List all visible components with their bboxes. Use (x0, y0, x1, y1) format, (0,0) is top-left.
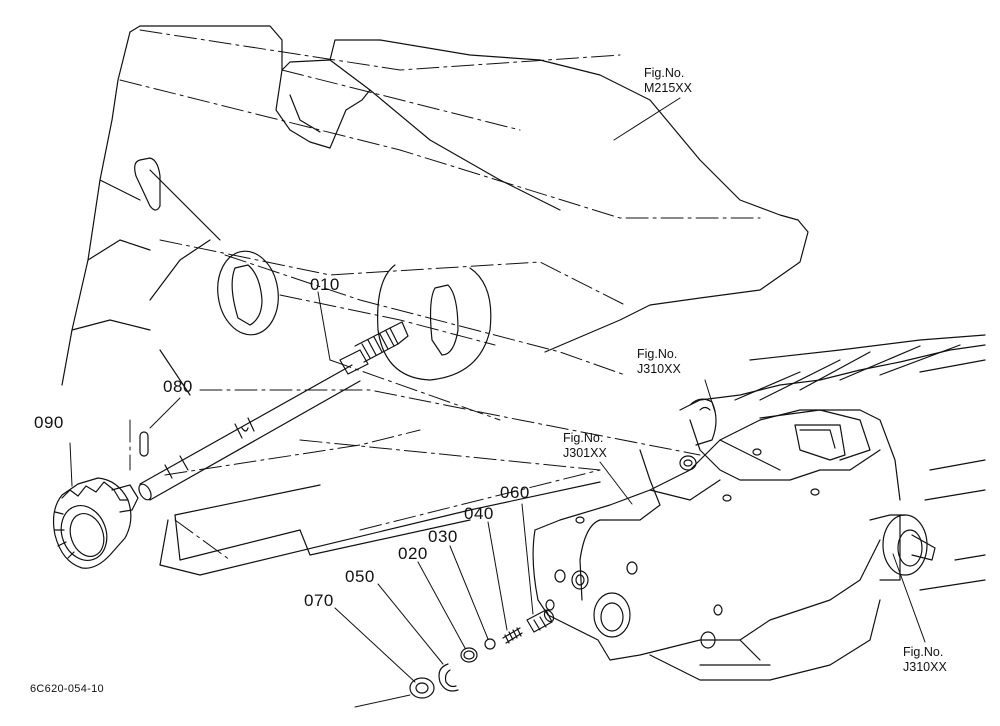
callout-070: 070 (304, 591, 334, 610)
callout-020: 020 (398, 544, 428, 563)
figref-j310xx-lower: Fig.No. J310XX (903, 645, 947, 675)
drawing-code: 6C620-054-10 (30, 683, 104, 695)
right-oval-port (378, 265, 491, 380)
knob-090 (54, 478, 138, 568)
figref-label: Fig.No. (637, 347, 678, 361)
callout-040: 040 (464, 504, 494, 523)
lower-bracket (160, 482, 600, 575)
spring-040 (503, 628, 522, 643)
figref-number: J310XX (903, 660, 947, 674)
figref-j301xx: Fig.No. J301XX (563, 431, 607, 461)
figref-j310xx-upper: Fig.No. J310XX (637, 347, 681, 377)
lift-housing (533, 335, 985, 680)
construction-lines (120, 30, 760, 560)
bottom-reference-line (355, 695, 410, 707)
left-oval-port (212, 247, 283, 339)
figref-label: Fig.No. (563, 431, 604, 445)
callout-080: 080 (163, 377, 193, 396)
callout-010: 010 (310, 275, 340, 294)
snap-ring-050 (439, 664, 458, 691)
washer-070 (410, 678, 434, 698)
frame-casting-outline (62, 26, 808, 395)
o-ring-020 (461, 648, 477, 662)
figref-label: Fig.No. (903, 645, 944, 659)
figref-number: J301XX (563, 446, 607, 460)
leader-lines (70, 98, 925, 682)
figref-number: M215XX (644, 81, 692, 95)
figref-number: J310XX (637, 362, 681, 376)
pin-080 (140, 432, 148, 456)
figref-label: Fig.No. (644, 66, 685, 80)
port-large (594, 593, 630, 637)
callout-050: 050 (345, 567, 375, 586)
figref-m215xx: Fig.No. M215XX (644, 66, 692, 96)
callout-060: 060 (500, 483, 530, 502)
shaft-end-right (883, 515, 927, 575)
small-parts (410, 609, 555, 698)
callout-030: 030 (428, 527, 458, 546)
shaft-010 (136, 322, 408, 502)
plug-060 (527, 609, 555, 632)
callout-090: 090 (34, 413, 64, 432)
ball-030 (485, 639, 495, 649)
